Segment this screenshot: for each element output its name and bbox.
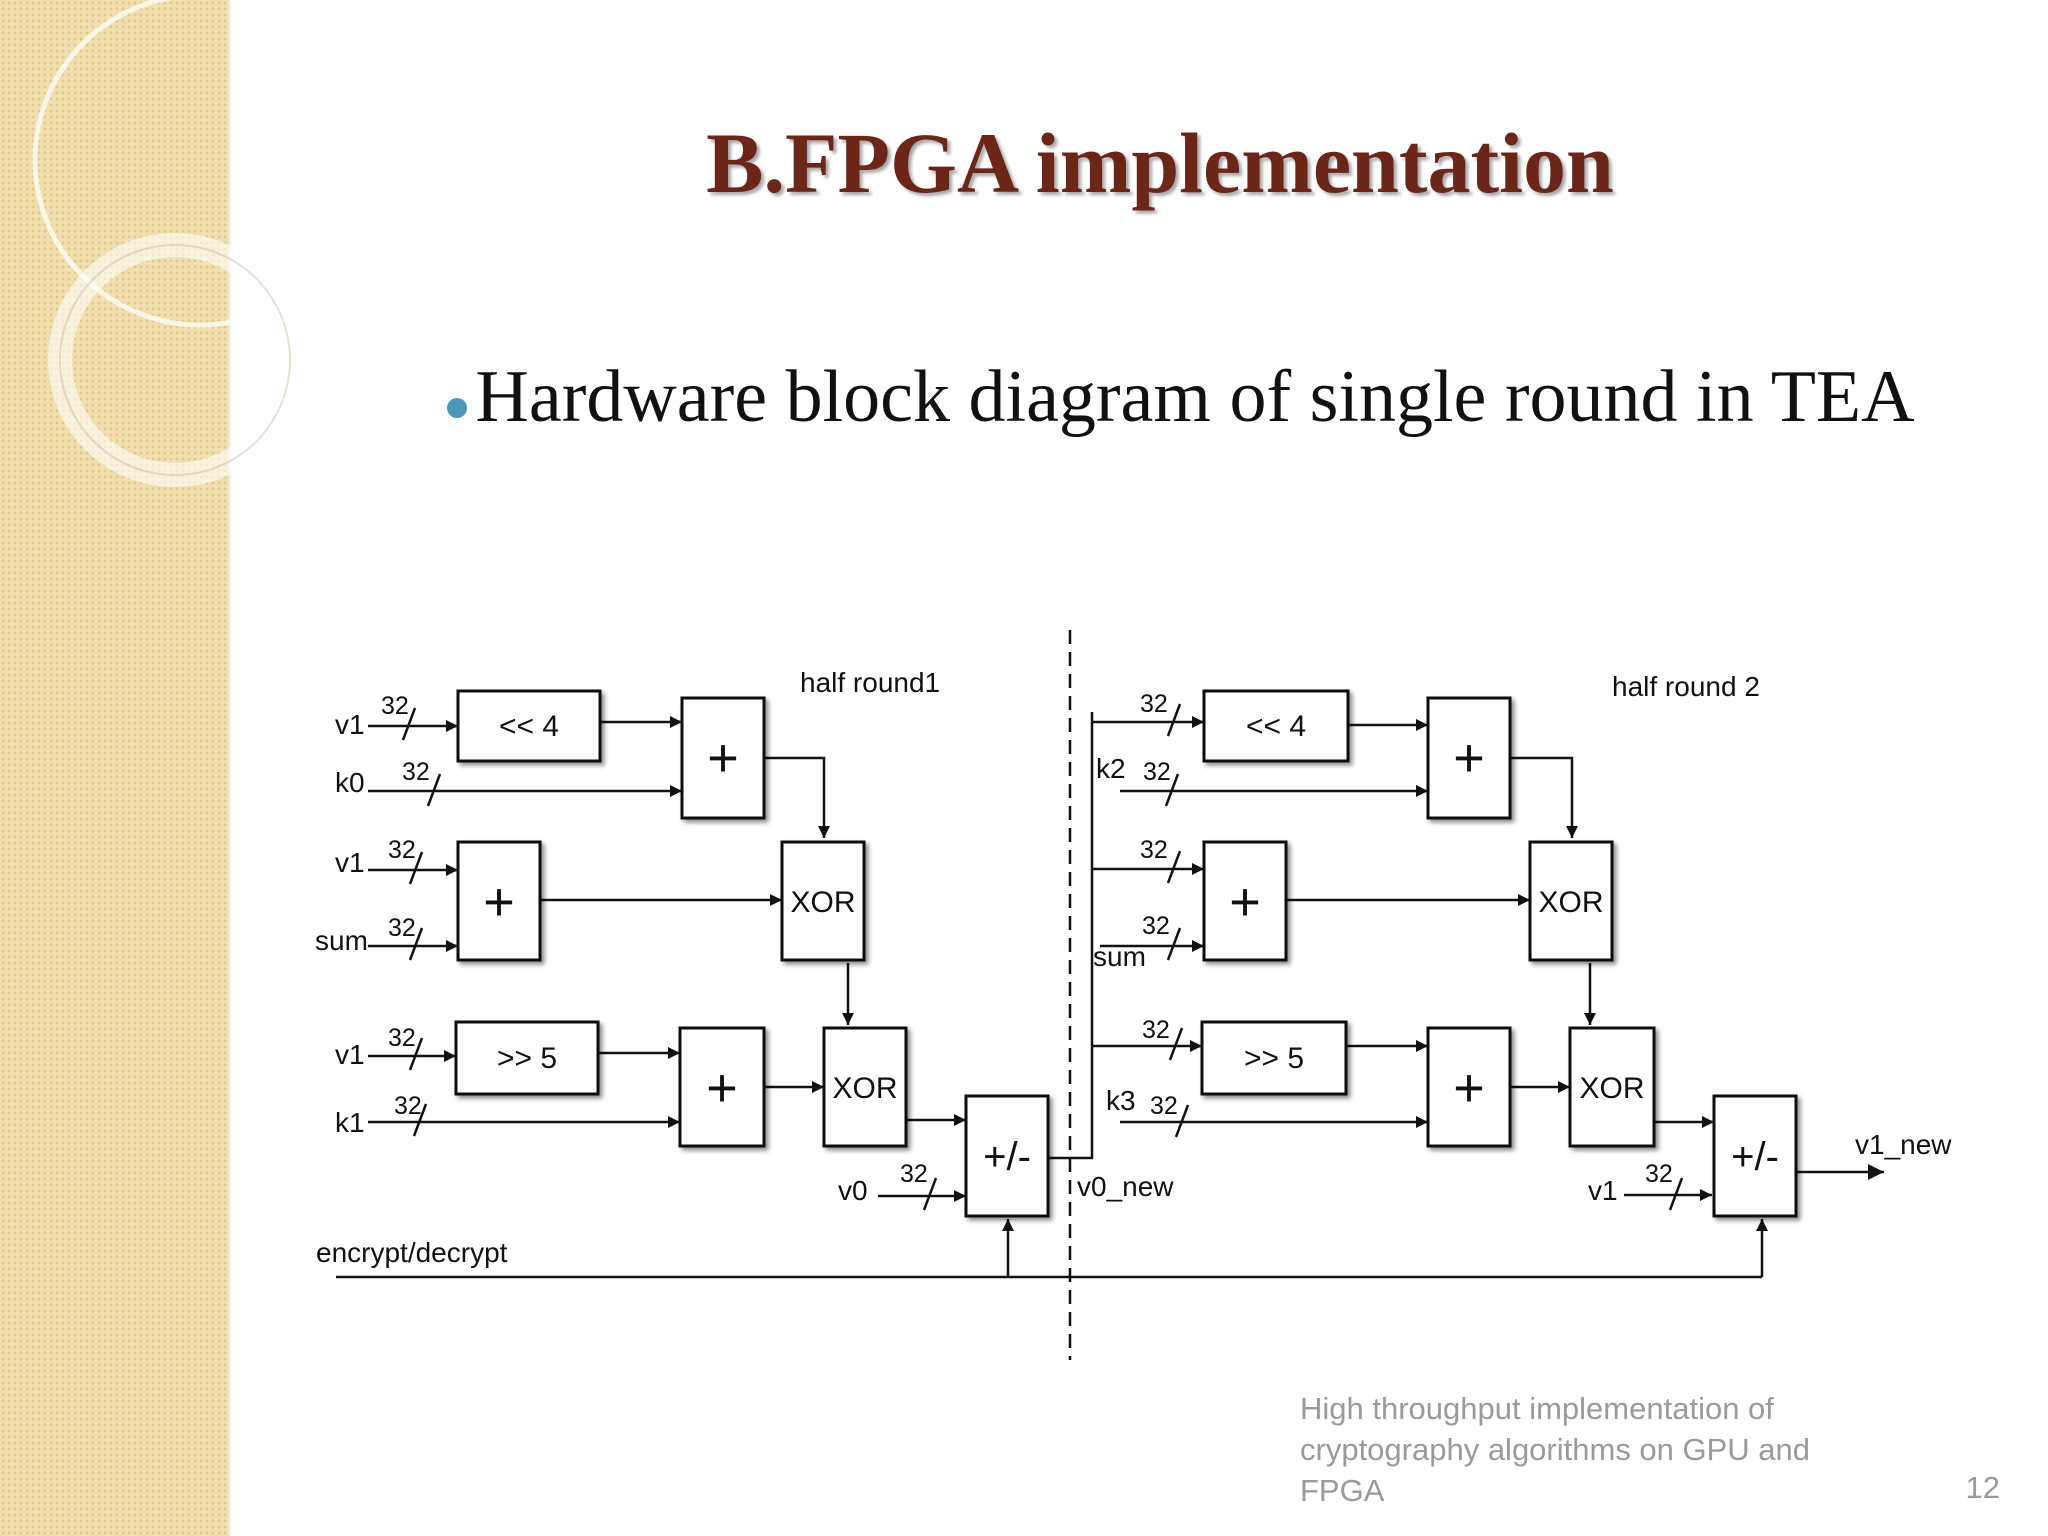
shift-left-label-1: << 4	[499, 710, 559, 743]
svg-text:32: 32	[388, 914, 416, 942]
input-label-k0: k0	[335, 767, 365, 798]
bullet-text: Hardware block diagram of single round i…	[475, 356, 1915, 438]
xor-block-2b	[1568, 1026, 1656, 1148]
input-label-v1-a: v1	[335, 709, 365, 740]
svg-text:32: 32	[381, 692, 409, 720]
addsub-label-2: +/-	[1731, 1135, 1779, 1179]
svg-text:32: 32	[1645, 1160, 1673, 1188]
adder-label-1c: +	[706, 1058, 738, 1118]
svg-text:32: 32	[402, 758, 430, 786]
svg-text:32: 32	[1140, 836, 1168, 864]
shift-left-block-1	[456, 689, 602, 763]
adder-label-2b: +	[1229, 872, 1261, 932]
shift-left-block-2	[1202, 689, 1350, 763]
input-label-v1-b: v1	[335, 847, 365, 878]
adder-label-2c: +	[1453, 1058, 1485, 1118]
svg-text:32: 32	[1142, 1016, 1170, 1044]
adder-block-1b	[456, 840, 542, 962]
svg-text:32: 32	[1143, 758, 1171, 786]
input-label-sum-2: sum	[1093, 941, 1146, 972]
xor-label-2a: XOR	[1538, 886, 1603, 919]
shift-left-label-2: << 4	[1246, 710, 1306, 743]
adder-label-1b: +	[483, 872, 515, 932]
adder-block-2a	[1426, 696, 1512, 820]
input-label-v1-d: v1	[1588, 1175, 1618, 1206]
half-round-1-label: half round1	[800, 667, 940, 698]
input-label-k2: k2	[1096, 753, 1126, 784]
input-label-sum-1: sum	[315, 925, 368, 956]
svg-text:32: 32	[394, 1092, 422, 1120]
control-label-encrypt-decrypt: encrypt/decrypt	[316, 1237, 508, 1268]
bullet-icon	[447, 398, 467, 418]
xor-label-1b: XOR	[832, 1072, 897, 1105]
page-number: 12	[1965, 1470, 2000, 1505]
wire-add-xor1	[764, 756, 830, 838]
slide-title: B.FPGA implementation	[706, 115, 1614, 211]
xor-label-1a: XOR	[790, 886, 855, 919]
half-round-2-label: half round 2	[1612, 671, 1760, 702]
xor-block-1a	[780, 840, 866, 962]
svg-text:32: 32	[1140, 690, 1168, 718]
input-label-v1-c: v1	[335, 1039, 365, 1070]
input-label-k3: k3	[1106, 1085, 1136, 1116]
svg-text:32: 32	[388, 1024, 416, 1052]
adder-block-2b	[1202, 840, 1288, 962]
svg-text:32: 32	[388, 836, 416, 864]
output-label-v0-new: v0_new	[1077, 1171, 1174, 1202]
adder-block-1c	[678, 1026, 766, 1148]
svg-text:32: 32	[900, 1160, 928, 1188]
shift-right-block-2	[1200, 1020, 1348, 1096]
input-label-v0: v0	[838, 1175, 868, 1206]
footer-text: High throughput implementation of crypto…	[1300, 1391, 1811, 1508]
addsub-label-1: +/-	[983, 1135, 1031, 1179]
addsub-block-2	[1712, 1094, 1798, 1218]
shift-right-block-1	[454, 1020, 600, 1096]
xor-block-2a	[1528, 840, 1614, 962]
decorative-rings	[32, 0, 300, 487]
shift-right-label-2: >> 5	[1244, 1042, 1304, 1075]
shift-right-label-1: >> 5	[497, 1042, 557, 1075]
addsub-block-1	[964, 1094, 1050, 1218]
bus-width-slashes	[401, 703, 1684, 1211]
input-label-k1: k1	[335, 1107, 365, 1138]
svg-text:32: 32	[1142, 912, 1170, 940]
output-label-v1-new: v1_new	[1855, 1129, 1952, 1160]
wire-add-xor1-2	[1510, 756, 1578, 838]
adder-label-1a: +	[707, 728, 739, 788]
svg-text:32: 32	[1150, 1092, 1178, 1120]
sidebar-edge	[228, 0, 232, 1536]
xor-block-1b	[822, 1026, 908, 1148]
xor-label-2b: XOR	[1579, 1072, 1644, 1105]
bus-width-labels: 32 32 32 32 32 32 32 32 32 32 32 32 32 3…	[381, 690, 1673, 1188]
wire-v0new-bus	[1048, 712, 1094, 1160]
adder-block-1a	[680, 696, 766, 820]
adder-label-2a: +	[1453, 728, 1485, 788]
adder-block-2c	[1426, 1026, 1512, 1148]
